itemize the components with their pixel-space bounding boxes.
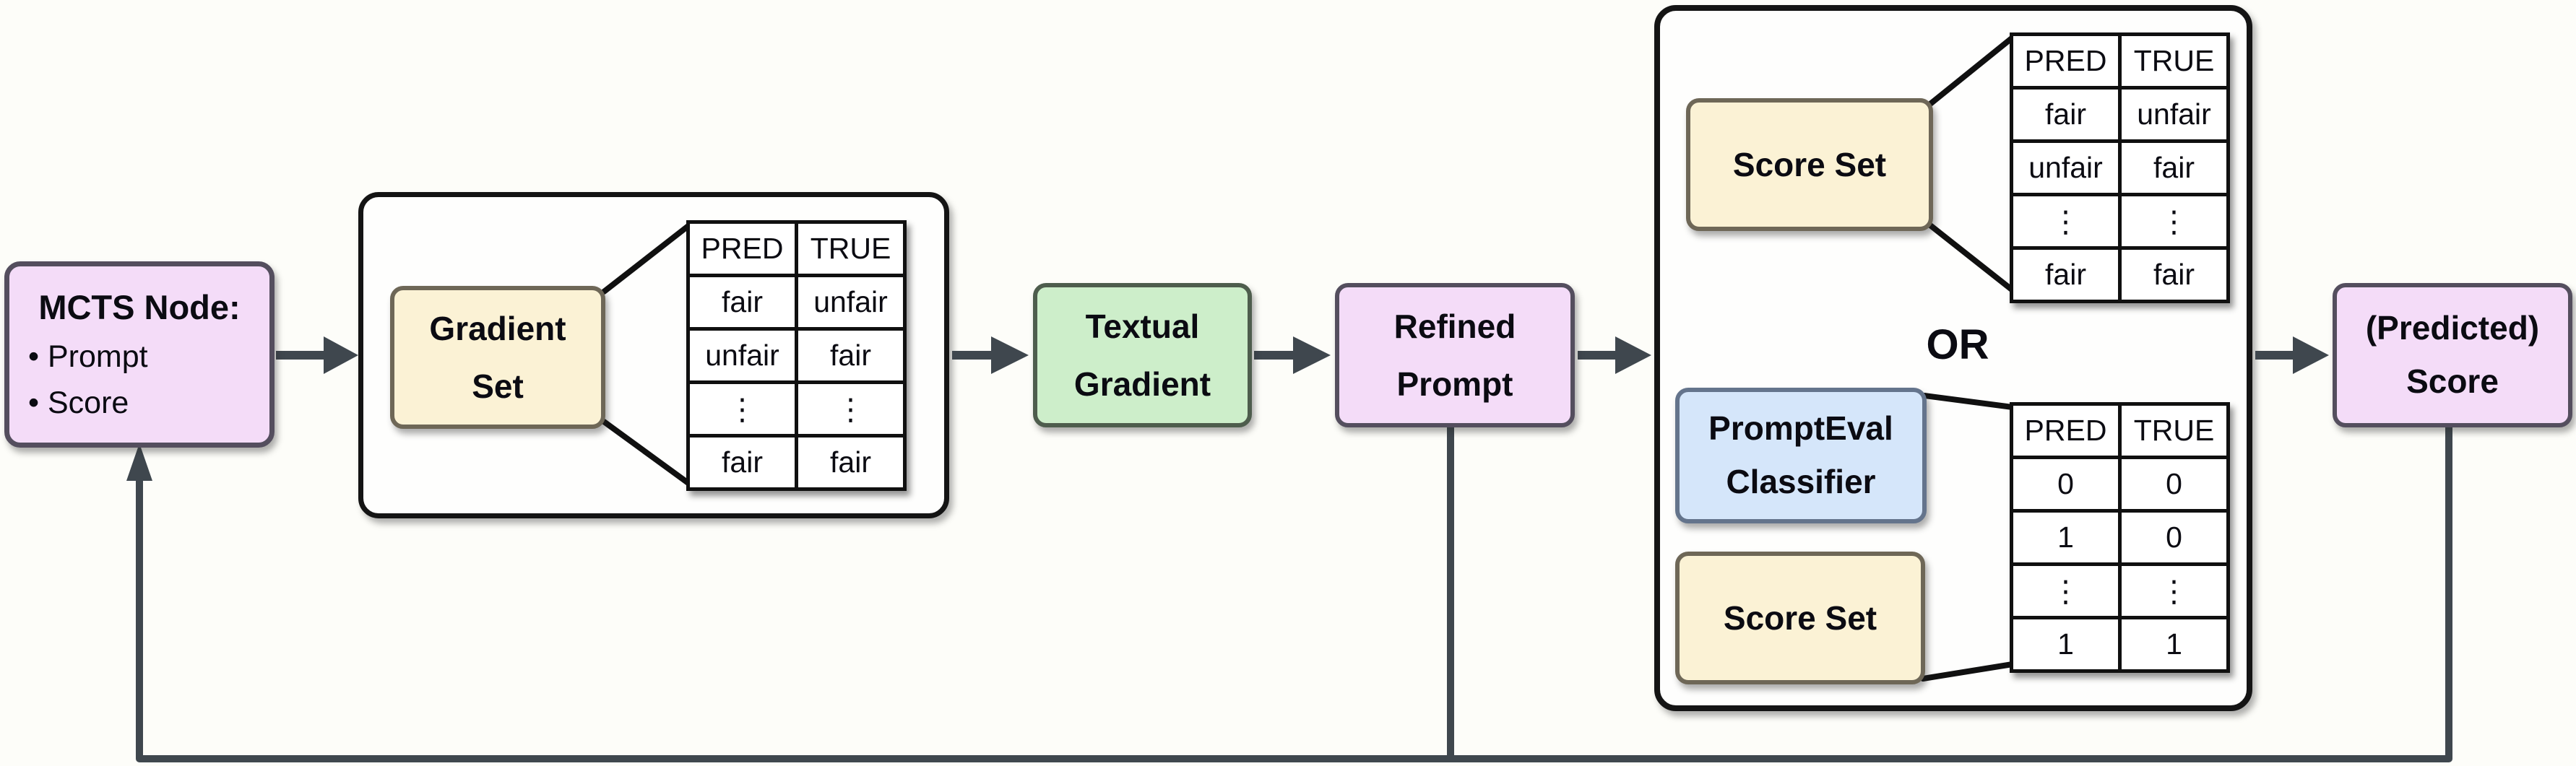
table-row: fair fair: [686, 434, 907, 491]
mcts-node-title: MCTS Node:: [38, 288, 241, 327]
score-set-bottom-box: Score Set: [1675, 552, 1925, 684]
mcts-node-box: MCTS Node: • Prompt • Score: [4, 261, 275, 448]
table-cell: unfair: [2010, 139, 2122, 196]
arrowhead-right-icon: [2293, 336, 2329, 374]
table-cell: fair: [686, 434, 798, 491]
table-cell: 0: [2118, 456, 2230, 513]
score-set-fair-table: PRED TRUE fair unfair unfair fair ⋮ ⋮ fa…: [2010, 32, 2230, 303]
table-cell: ⋮: [2118, 193, 2230, 250]
table-cell: ⋮: [2010, 562, 2122, 619]
table-header-cell: PRED: [2010, 402, 2122, 459]
table-cell: ⋮: [686, 380, 798, 438]
table-cell: unfair: [795, 274, 907, 331]
gradient-set-table: PRED TRUE fair unfair unfair fair ⋮ ⋮ fa…: [686, 220, 907, 491]
table-row: fair fair: [2010, 246, 2230, 303]
predicted-score-label: (Predicted) Score: [2365, 309, 2540, 400]
gradient-set-label: Gradient Set: [429, 309, 566, 406]
table-cell: ⋮: [2010, 193, 2122, 250]
score-set-top-callout-funnel: [1927, 35, 2015, 293]
arrow-textual-gradient-to-refined-prompt: [1254, 336, 1331, 374]
arrowhead-right-icon: [1615, 336, 1651, 374]
feedback-loop-lines: [126, 426, 2452, 762]
table-cell: ⋮: [795, 380, 907, 438]
mcts-node-bullet-score: • Score: [28, 386, 129, 421]
table-row: ⋮ ⋮: [2010, 562, 2230, 619]
table-cell: 0: [2118, 509, 2230, 566]
or-label: OR: [1926, 321, 1989, 368]
table-cell: unfair: [2118, 86, 2230, 143]
table-cell: fair: [2118, 139, 2230, 196]
table-row: fair unfair: [686, 274, 907, 331]
arrow-refined-prompt-to-eval-container: [1578, 336, 1651, 374]
table-row: 1 1: [2010, 616, 2230, 673]
table-cell: fair: [2010, 86, 2122, 143]
table-cell: fair: [795, 434, 907, 491]
table-cell: 0: [2010, 456, 2122, 513]
table-header-row: PRED TRUE: [2010, 32, 2230, 90]
table-header-row: PRED TRUE: [2010, 402, 2230, 459]
gradient-set-box: Gradient Set: [390, 286, 605, 429]
score-set-binary-table: PRED TRUE 0 0 1 0 ⋮ ⋮ 1 1: [2010, 402, 2230, 673]
table-header-cell: TRUE: [2118, 402, 2230, 459]
prompteval-classifier-label: PromptEval Classifier: [1708, 409, 1893, 500]
predicted-score-feedback-line: [136, 426, 2452, 762]
table-cell: fair: [795, 327, 907, 384]
table-cell: fair: [2118, 246, 2230, 303]
predicted-score-box: (Predicted) Score: [2333, 283, 2572, 427]
arrowhead-right-icon: [991, 336, 1029, 374]
gradient-set-callout-funnel: [601, 222, 692, 487]
table-cell: 1: [2118, 616, 2230, 673]
arrow-gradient-container-to-textual-gradient: [952, 336, 1029, 374]
arrowhead-right-icon: [1293, 336, 1331, 374]
table-cell: fair: [2010, 246, 2122, 303]
table-header-cell: PRED: [686, 220, 798, 277]
arrow-eval-container-to-predicted-score: [2255, 336, 2329, 374]
textual-gradient-box: Textual Gradient: [1033, 283, 1252, 427]
table-row: unfair fair: [686, 327, 907, 384]
table-cell: 1: [2010, 509, 2122, 566]
table-cell: 1: [2010, 616, 2122, 673]
score-set-top-box: Score Set: [1686, 98, 1933, 231]
score-set-top-label: Score Set: [1732, 145, 1887, 183]
score-set-bottom-label: Score Set: [1723, 599, 1877, 637]
table-row: ⋮ ⋮: [686, 380, 907, 438]
table-row: ⋮ ⋮: [2010, 193, 2230, 250]
refined-prompt-label: Refined Prompt: [1393, 307, 1516, 404]
table-row: unfair fair: [2010, 139, 2230, 196]
table-cell: unfair: [686, 327, 798, 384]
refined-prompt-box: Refined Prompt: [1335, 283, 1575, 427]
classifier-score-set-callout-funnel: [1920, 393, 2015, 682]
arrow-mcts-to-gradient-container: [276, 336, 358, 374]
table-row: 1 0: [2010, 509, 2230, 566]
arrowhead-up-icon: [126, 443, 152, 481]
table-header-row: PRED TRUE: [686, 220, 907, 277]
textual-gradient-label: Textual Gradient: [1073, 307, 1211, 404]
table-header-cell: TRUE: [2118, 32, 2230, 90]
prompteval-classifier-box: PromptEval Classifier: [1675, 388, 1927, 523]
table-cell: fair: [686, 274, 798, 331]
table-header-cell: PRED: [2010, 32, 2122, 90]
mcts-node-bullet-prompt: • Prompt: [28, 339, 148, 374]
table-header-cell: TRUE: [795, 220, 907, 277]
table-row: 0 0: [2010, 456, 2230, 513]
arrowhead-right-icon: [324, 336, 358, 374]
table-cell: ⋮: [2118, 562, 2230, 619]
table-row: fair unfair: [2010, 86, 2230, 143]
